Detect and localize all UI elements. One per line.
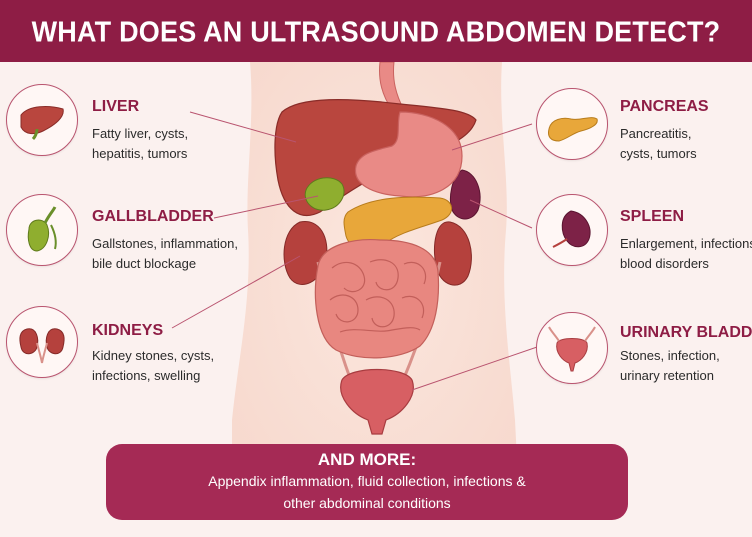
kidneys-desc-line2: infections, swelling xyxy=(92,368,201,383)
spleen-icon-circle xyxy=(536,194,608,266)
spleen-icon xyxy=(552,210,591,248)
gallbladder-icon-circle xyxy=(6,194,78,266)
stomach-shape xyxy=(354,111,463,198)
gallbladder-desc-line2: bile duct blockage xyxy=(92,256,197,271)
spleen-desc-line2: blood disorders xyxy=(620,256,709,271)
liver-icon-circle xyxy=(6,84,78,156)
pancreas-desc-line1: Pancreatitis, xyxy=(620,126,692,141)
spleen-title: SPLEEN xyxy=(620,208,685,225)
liver-desc-line2: hepatitis, tumors xyxy=(92,146,188,161)
pancreas-shape xyxy=(343,196,452,251)
pancreas-icon xyxy=(548,117,598,142)
bladder-desc-line1: Stones, infection, xyxy=(620,348,720,363)
kidneys-title: KIDNEYS xyxy=(92,322,164,339)
and-more-title: AND MORE: xyxy=(317,450,417,469)
gallbladder-title: GALLBLADDER xyxy=(92,208,214,225)
kidneys-icon-circle xyxy=(6,306,78,378)
kidneys-desc-line1: Kidney stones, cysts, xyxy=(92,348,215,363)
liver-icon xyxy=(20,106,64,141)
gallbladder-shape xyxy=(304,177,345,211)
pancreas-icon-circle xyxy=(536,88,608,160)
spleen-shape xyxy=(449,169,481,220)
intestine-folds xyxy=(329,259,427,333)
pancreas-desc-line2: cysts, tumors xyxy=(620,146,697,161)
and-more-banner: AND MORE: Appendix inflammation, fluid c… xyxy=(106,444,628,520)
and-more-text: Appendix inflammation, fluid collection,… xyxy=(106,470,628,514)
liver-title: LIVER xyxy=(92,98,140,115)
bladder-desc-line2: urinary retention xyxy=(620,368,714,383)
pancreas-title: PANCREAS xyxy=(620,98,709,115)
and-more-line1: Appendix inflammation, fluid collection,… xyxy=(208,473,526,489)
intestine-shape xyxy=(314,239,440,359)
kidney-right-shape xyxy=(434,221,472,286)
kidney-left-shape xyxy=(283,221,328,285)
liver-desc-line1: Fatty liver, cysts, xyxy=(92,126,189,141)
bladder-icon-circle xyxy=(536,312,608,384)
gallbladder-desc-line1: Gallstones, inflammation, xyxy=(92,236,238,251)
bladder-shape xyxy=(340,368,414,435)
bladder-title: URINARY BLADDER xyxy=(620,324,752,341)
gallbladder-icon xyxy=(27,206,57,252)
connector-lines xyxy=(171,111,541,391)
header-bar xyxy=(0,0,752,62)
page-title: WHAT DOES AN ULTRASOUND ABDOMEN DETECT? xyxy=(31,16,721,48)
spleen-desc-line1: Enlargement, infections, xyxy=(620,236,752,251)
bladder-icon xyxy=(548,326,596,372)
kidneys-icon xyxy=(19,328,65,364)
and-more-line2: other abdominal conditions xyxy=(283,495,451,511)
abdomen-illustration xyxy=(171,62,541,520)
